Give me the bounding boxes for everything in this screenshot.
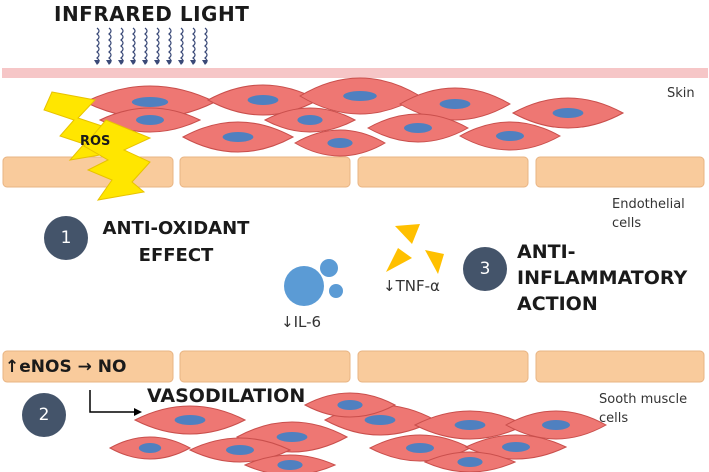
cell <box>243 454 337 472</box>
infrared-wave <box>106 27 112 65</box>
vasodilation-arrow-icon <box>89 390 142 416</box>
cell <box>399 87 511 121</box>
il6-cytokine-icon <box>284 259 343 306</box>
enos-label: ↑eNOS → NO <box>5 357 127 377</box>
endothelial-block <box>179 350 351 383</box>
cell <box>423 451 517 472</box>
ros-label: ROS <box>80 134 111 149</box>
infrared-wave <box>118 27 124 65</box>
infrared-wave <box>178 27 184 65</box>
title: INFRARED LIGHT <box>54 2 250 26</box>
smooth-muscle-label: Sooth muscle cells <box>599 392 688 426</box>
cell <box>133 405 247 435</box>
skin-label: Skin <box>667 86 695 101</box>
endothelial-cells-row-bottom <box>2 350 705 383</box>
step-1-badge: 1 <box>44 216 88 260</box>
step-1-text: ANTI-OXIDANT EFFECT <box>102 218 250 266</box>
cell <box>181 121 295 153</box>
cell <box>293 129 387 157</box>
smooth-muscle-cells <box>108 392 608 472</box>
endothelial-block <box>357 156 529 188</box>
cell <box>108 436 192 460</box>
endothelial-block <box>535 350 705 383</box>
endothelial-label: Endothelial cells <box>612 197 685 231</box>
cell <box>366 113 470 143</box>
infrared-wave <box>154 27 160 65</box>
infrared-wave <box>166 27 172 65</box>
cell <box>511 97 625 129</box>
endothelial-block <box>2 350 174 383</box>
skin-band <box>2 68 708 78</box>
skin-cells <box>83 77 625 157</box>
tnf-triangles-icon <box>386 224 444 274</box>
cell <box>98 107 202 133</box>
step-3-badge: 3 <box>463 247 507 291</box>
cell <box>458 121 562 151</box>
cell <box>303 392 397 418</box>
infrared-wave <box>94 27 100 65</box>
endothelial-block <box>179 156 351 188</box>
infrared-wave <box>142 27 148 65</box>
endothelial-block <box>535 156 705 188</box>
infrared-wave <box>202 27 208 65</box>
ros-lightning-icon <box>43 91 152 201</box>
cell <box>188 437 292 463</box>
infrared-wave <box>130 27 136 65</box>
step-3-text: ANTI- INFLAMMATORY ACTION <box>517 241 688 315</box>
cell <box>413 410 527 440</box>
cell <box>368 434 472 462</box>
il6-label: ↓IL-6 <box>281 313 322 331</box>
endothelial-block <box>357 350 529 383</box>
cell <box>299 77 421 115</box>
infrared-wave <box>190 27 196 65</box>
tnf-label: ↓TNF-α <box>383 277 440 295</box>
step-2-text: VASODILATION <box>147 385 306 407</box>
step-2-badge: 2 <box>22 393 66 437</box>
infrared-waves <box>94 27 208 65</box>
cell <box>263 107 357 133</box>
